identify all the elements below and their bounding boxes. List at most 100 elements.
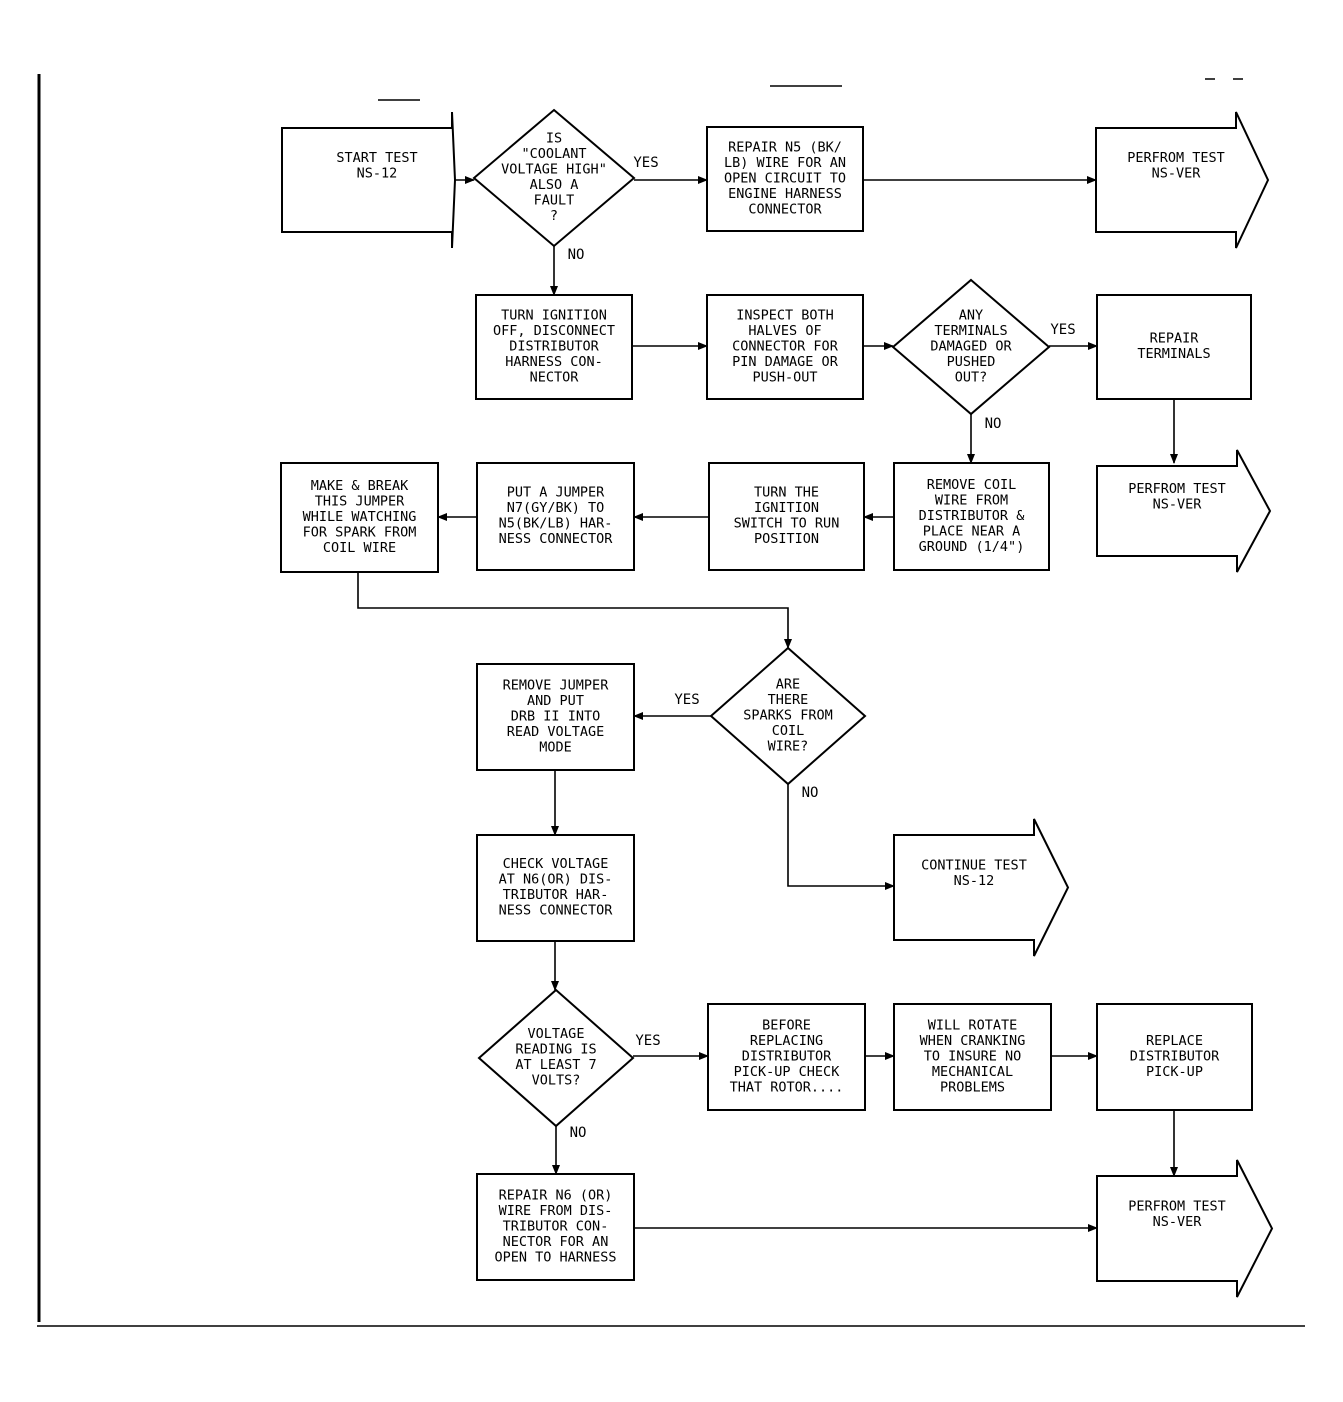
node-label-line: OUT? xyxy=(955,369,988,385)
node-label-line: PERFROM TEST xyxy=(1127,150,1225,166)
node-label-line: NECTOR FOR AN xyxy=(503,1234,609,1250)
node-label-line: PLACE NEAR A xyxy=(923,523,1021,539)
edge-label-yes: YES xyxy=(1050,322,1075,338)
node-label-line: COIL WIRE xyxy=(323,540,396,556)
node-shape xyxy=(476,834,635,942)
node-label-line: DISTRIBUTOR & xyxy=(919,508,1026,524)
node-label-line: DISTRIBUTOR xyxy=(509,338,599,354)
node-label-line: NECTOR xyxy=(530,369,580,385)
node-label-line: GROUND (1/4") xyxy=(919,539,1025,555)
node-label-line: NS-VER xyxy=(1153,1214,1203,1230)
node-label-line: NS-VER xyxy=(1153,497,1203,513)
edge-label-yes: YES xyxy=(635,1033,660,1049)
node-label-line: PUSHED xyxy=(947,354,996,370)
node-label-line: TURN IGNITION xyxy=(501,307,607,323)
node-label-line: TRIBUTOR CON- xyxy=(503,1218,609,1234)
edge-label-no: NO xyxy=(568,247,585,263)
node-label-line: NS-12 xyxy=(954,873,995,889)
node-shape xyxy=(476,663,635,771)
page-frame xyxy=(37,74,1305,1327)
node-label-line: PERFROM TEST xyxy=(1128,1199,1226,1215)
node-label-line: DAMAGED OR xyxy=(930,338,1012,354)
node-label-line: TURN THE xyxy=(754,485,819,501)
node-label-line: LB) WIRE FOR AN xyxy=(724,155,846,171)
node-label-line: TRIBUTOR HAR- xyxy=(503,887,609,903)
node-shape xyxy=(893,1003,1052,1111)
node-label-line: WHEN CRANKING xyxy=(920,1033,1026,1049)
node-label-line: DISTRIBUTOR xyxy=(742,1048,832,1064)
node-label-line: IS xyxy=(546,131,562,147)
node-label-line: NESS CONNECTOR xyxy=(499,903,614,919)
node-label-line: ? xyxy=(550,208,558,224)
node-label-line: PIN DAMAGE OR xyxy=(732,354,839,370)
node-label-line: AT N6(OR) DIS- xyxy=(499,872,613,888)
node-label-line: PROBLEMS xyxy=(940,1079,1005,1095)
node-label-line: OPEN TO HARNESS xyxy=(495,1249,617,1265)
node-label-line: HARNESS CON- xyxy=(505,354,603,370)
node-shape xyxy=(893,462,1050,571)
node-label-line: NS-12 xyxy=(357,166,398,182)
node-label-line: REPAIR N6 (OR) xyxy=(499,1187,613,1203)
node-label-line: WIRE FROM DIS- xyxy=(499,1203,613,1219)
node-label-line: THIS JUMPER xyxy=(315,493,405,509)
node-label-line: IGNITION xyxy=(754,500,819,516)
node-label-line: SWITCH TO RUN xyxy=(734,516,840,532)
edge-label-yes: YES xyxy=(633,155,658,171)
node-shape xyxy=(707,1003,866,1111)
node-label-line: REMOVE COIL xyxy=(927,477,1016,493)
node-label-line: VOLTS? xyxy=(532,1073,581,1089)
node-shape xyxy=(475,294,633,400)
node-shape xyxy=(1096,1003,1253,1111)
node-label-line: AT LEAST 7 xyxy=(515,1057,596,1073)
node-label-line: OPEN CIRCUIT TO xyxy=(724,170,846,186)
node-shape xyxy=(281,111,457,249)
node-label-line: FAULT xyxy=(534,193,575,209)
node-label-line: CONTINUE TEST xyxy=(921,858,1027,874)
edge-label-no: NO xyxy=(802,785,819,801)
node-label-line: WILL ROTATE xyxy=(928,1017,1017,1033)
node-label-line: BEFORE xyxy=(762,1017,811,1033)
node-label-line: AND PUT xyxy=(527,693,584,709)
node-label-line: WIRE FROM xyxy=(935,492,1008,508)
node-label-line: ARE xyxy=(776,676,800,692)
node-shape xyxy=(1096,449,1272,573)
node-label-line: DISTRIBUTOR xyxy=(1130,1048,1220,1064)
node-shape xyxy=(709,646,867,786)
node-shape xyxy=(706,294,864,400)
node-shape xyxy=(893,818,1070,957)
node-shape xyxy=(472,108,636,248)
node-label-line: MODE xyxy=(539,739,572,755)
node-label-line: INSPECT BOTH xyxy=(736,307,834,323)
connector-make-break-to-d-sparks xyxy=(357,572,792,649)
node-label-line: READ VOLTAGE xyxy=(507,724,605,740)
node-shape xyxy=(1095,111,1270,249)
node-shape xyxy=(706,126,864,232)
